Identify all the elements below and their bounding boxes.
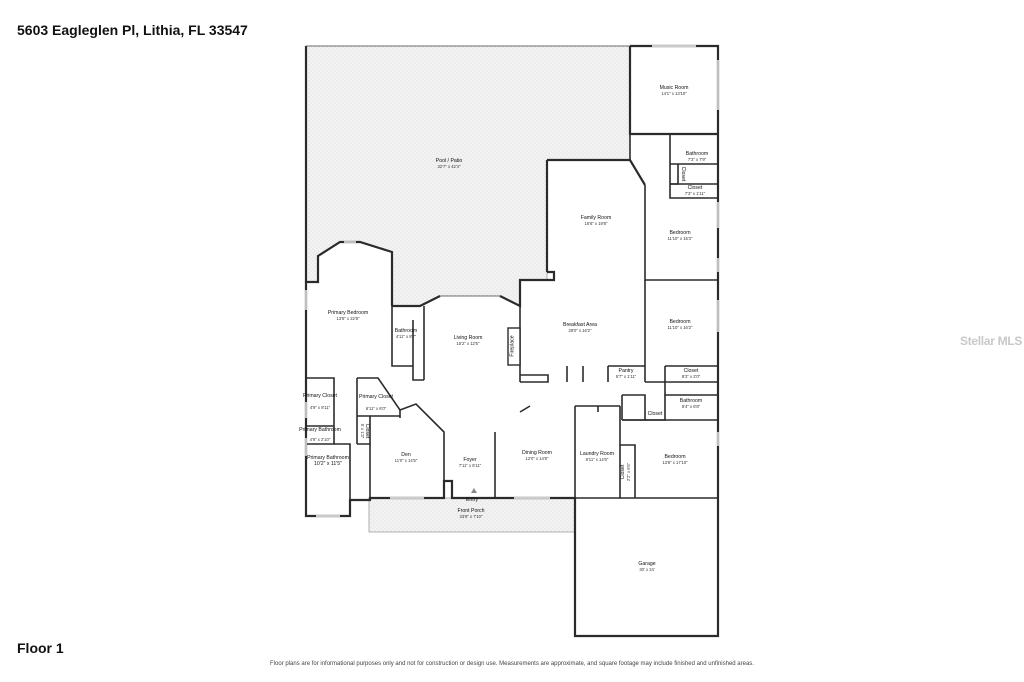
svg-text:8'4" x 6'8": 8'4" x 6'8" [682, 404, 701, 409]
property-address: 5603 Eagleglen Pl, Lithia, FL 33547 [17, 22, 248, 38]
svg-text:Dining Room: Dining Room [522, 450, 552, 456]
room-primary-bedroom: Primary Bedroom 13'8" x 22'8" [328, 310, 368, 321]
svg-text:Closet: Closet [648, 411, 663, 417]
svg-text:Laundry Room: Laundry Room [580, 451, 614, 457]
svg-text:11'10" x 16'2": 11'10" x 16'2" [668, 325, 693, 330]
svg-text:6'11" x 6'0": 6'11" x 6'0" [366, 406, 387, 411]
room-laundry-room: Laundry Room 8'11" x 14'6" [580, 451, 614, 462]
svg-text:Closet: Closet [684, 368, 699, 374]
svg-text:Primary Closet: Primary Closet [359, 394, 394, 400]
room-bathroom-se: Bathroom 8'4" x 6'8" [680, 398, 703, 409]
svg-text:4'11" x 8'7": 4'11" x 8'7" [396, 334, 417, 339]
room-entry: Entry [466, 497, 479, 503]
floor-label: Floor 1 [17, 640, 64, 656]
svg-text:12'0" x 14'8": 12'0" x 14'8" [526, 456, 549, 461]
svg-text:5'7" x 1'11": 5'7" x 1'11" [616, 374, 637, 379]
svg-text:4'9" x 8'11": 4'9" x 8'11" [310, 405, 331, 410]
room-living-room: Living Room 15'2" x 12'5" [454, 335, 483, 346]
svg-text:Garage: Garage [638, 561, 655, 567]
svg-text:14'1" x 13'10": 14'1" x 13'10" [661, 91, 687, 96]
svg-text:Bedroom: Bedroom [664, 454, 685, 460]
svg-text:2'2" x 6'5": 2'2" x 6'5" [626, 462, 631, 481]
room-primary-bathroom: Primary Bathroom 10'2" x 11'5" [307, 455, 349, 467]
svg-text:Den: Den [401, 452, 411, 458]
svg-text:13'8" x 22'8": 13'8" x 22'8" [337, 316, 360, 321]
svg-text:Primary Closet: Primary Closet [303, 393, 338, 399]
room-closet-ne-small: Closet [680, 167, 686, 182]
svg-text:Closet: Closet [620, 464, 626, 479]
svg-text:7'3" x 1'11": 7'3" x 1'11" [685, 191, 706, 196]
svg-text:Bathroom: Bathroom [395, 328, 418, 334]
watermark-logo: Stellar MLS [960, 334, 1023, 348]
svg-text:8'11" x 14'6": 8'11" x 14'6" [586, 457, 609, 462]
svg-text:Living Room: Living Room [454, 335, 483, 341]
svg-text:33'9" x 7'10": 33'9" x 7'10" [460, 514, 483, 519]
svg-text:13'8" x 17'10": 13'8" x 17'10" [662, 460, 688, 465]
room-primary-closet-w: Primary Closet 4'9" x 8'11" [303, 393, 338, 410]
room-foyer: Foyer 7'11" x 6'11" [459, 457, 482, 468]
room-primary-closet-c: Primary Closet 6'11" x 6'0" [359, 394, 394, 411]
svg-text:Bathroom: Bathroom [680, 398, 703, 404]
svg-text:Foyer: Foyer [463, 457, 477, 463]
svg-text:8'3" x 2'0": 8'3" x 2'0" [682, 374, 701, 379]
svg-text:4'9" x 2'10": 4'9" x 2'10" [310, 437, 331, 442]
svg-text:29'0" x 16'2": 29'0" x 16'2" [569, 328, 592, 333]
svg-text:Closet: Closet [364, 424, 370, 439]
room-bedroom-se: Bedroom 13'8" x 17'10" [662, 454, 688, 465]
room-fireplace: Fireplace [510, 335, 516, 356]
room-bedroom-ne: Bedroom 11'10" x 15'3" [668, 230, 693, 241]
room-dining-room: Dining Room 12'0" x 14'8" [522, 450, 552, 461]
svg-text:Primary Bedroom: Primary Bedroom [328, 310, 368, 316]
room-primary-bathroom-small: Primary Bathroom 4'9" x 2'10" [299, 427, 341, 442]
room-pantry: Pantry 5'7" x 1'11" [616, 368, 637, 379]
svg-text:Bathroom: Bathroom [686, 151, 709, 157]
svg-text:Bedroom: Bedroom [669, 230, 690, 236]
room-closet-se: Closet [648, 411, 663, 417]
svg-text:Fireplace: Fireplace [510, 335, 516, 356]
disclaimer-text: Floor plans are for informational purpos… [270, 661, 754, 667]
room-bedroom-e: Bedroom 11'10" x 16'2" [668, 319, 693, 330]
svg-text:5' x 1'3": 5' x 1'3" [360, 424, 365, 439]
svg-text:11'10" x 15'3": 11'10" x 15'3" [668, 236, 693, 241]
svg-text:Closet: Closet [688, 185, 703, 191]
svg-text:Front Porch: Front Porch [457, 508, 484, 514]
svg-text:16'6" x 19'8": 16'6" x 19'8" [585, 221, 608, 226]
room-closet-den: Closet 5' x 1'3" [360, 424, 370, 439]
room-closet-laundry: Closet 2'2" x 6'5" [620, 462, 631, 481]
svg-text:15'2" x 12'5": 15'2" x 12'5" [457, 341, 480, 346]
room-family-room: Family Room 16'6" x 19'8" [581, 215, 612, 226]
svg-text:Primary Bathroom: Primary Bathroom [299, 427, 341, 433]
room-den: Den 11'0" x 14'5" [395, 452, 418, 463]
room-closet-ne: Closet 7'3" x 1'11" [685, 185, 706, 196]
svg-text:Bedroom: Bedroom [669, 319, 690, 325]
room-closet-e: Closet 8'3" x 2'0" [682, 368, 701, 379]
svg-text:Breakfast Area: Breakfast Area [563, 322, 597, 328]
svg-text:7'11" x 6'11": 7'11" x 6'11" [459, 463, 482, 468]
pool-patio-area [305, 45, 631, 307]
svg-text:Family Room: Family Room [581, 215, 612, 221]
svg-text:Music Room: Music Room [660, 85, 689, 91]
room-pool-patio: Pool / Patio 32'7" x 42'4" [436, 158, 463, 169]
room-bathroom-mid: Bathroom 4'11" x 8'7" [395, 328, 418, 339]
svg-text:Pantry: Pantry [619, 368, 634, 374]
room-front-porch: Front Porch 33'9" x 7'10" [457, 508, 484, 519]
svg-text:10'2" x 11'5": 10'2" x 11'5" [314, 461, 342, 467]
svg-text:Primary Bathroom: Primary Bathroom [307, 455, 349, 461]
svg-text:11'0" x 14'5": 11'0" x 14'5" [395, 458, 418, 463]
svg-text:Pool / Patio: Pool / Patio [436, 158, 463, 164]
room-music-room: Music Room 14'1" x 13'10" [660, 85, 689, 96]
room-garage: Garage 30' x 24' [638, 561, 655, 572]
svg-text:30' x 24': 30' x 24' [639, 567, 655, 572]
exterior-walls [304, 44, 720, 638]
svg-text:Entry: Entry [466, 497, 479, 503]
room-breakfast-area: Breakfast Area 29'0" x 16'2" [563, 322, 597, 333]
room-bathroom-ne: Bathroom 7'3" x 7'9" [686, 151, 709, 162]
svg-text:7'3" x 7'9": 7'3" x 7'9" [688, 157, 707, 162]
svg-text:32'7" x 42'4": 32'7" x 42'4" [438, 164, 461, 169]
svg-text:Closet: Closet [680, 167, 686, 182]
